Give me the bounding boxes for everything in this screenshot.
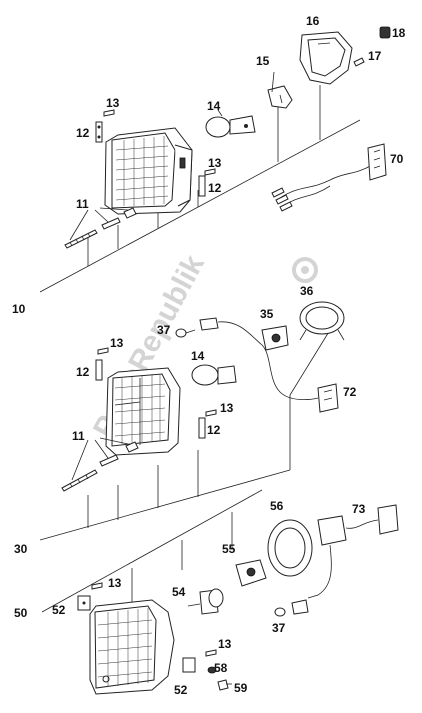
label-70: 70 xyxy=(390,152,404,166)
label-37a: 37 xyxy=(157,323,171,337)
label-12b: 12 xyxy=(208,181,222,195)
bolt-13f xyxy=(205,649,217,657)
label-13e: 13 xyxy=(108,576,122,590)
label-73: 73 xyxy=(352,502,366,516)
socket-35 xyxy=(261,325,289,351)
bulb-37a xyxy=(175,328,196,338)
bracket-52a xyxy=(77,595,91,611)
label-52a: 52 xyxy=(52,603,66,617)
socket-55 xyxy=(235,559,267,587)
bracket-12b xyxy=(198,175,206,197)
label-11a: 11 xyxy=(76,197,89,211)
label-52b: 52 xyxy=(174,683,188,697)
screws-11a xyxy=(64,207,137,249)
leader-10 xyxy=(39,119,361,293)
label-13f: 13 xyxy=(218,637,232,651)
bolt-13b xyxy=(204,168,216,176)
bulb-37b xyxy=(274,599,309,617)
label-36: 36 xyxy=(300,284,314,298)
label-55: 55 xyxy=(222,542,236,556)
label-72: 72 xyxy=(343,385,357,399)
holder-15 xyxy=(267,71,293,109)
headlamp-50 xyxy=(89,599,175,695)
grommet-18 xyxy=(379,26,391,39)
label-17: 17 xyxy=(368,49,382,63)
label-37b: 37 xyxy=(272,621,286,635)
headlamp-double xyxy=(105,367,181,456)
label-12c: 12 xyxy=(76,365,90,379)
label-15: 15 xyxy=(256,54,270,68)
leader-50 xyxy=(41,489,263,613)
label-11b: 11 xyxy=(72,429,85,443)
screw-17 xyxy=(353,57,365,67)
label-50: 50 xyxy=(14,606,28,620)
bracket-12d xyxy=(198,417,206,439)
label-14a: 14 xyxy=(207,99,221,113)
label-56: 56 xyxy=(270,499,284,513)
bracket-52b xyxy=(182,657,196,673)
headlamp-housing xyxy=(104,127,193,215)
label-30: 30 xyxy=(14,542,28,556)
label-14b: 14 xyxy=(191,349,205,363)
watermark-gear-icon xyxy=(292,257,318,283)
bolt-13e xyxy=(91,582,103,590)
label-13d: 13 xyxy=(220,401,234,415)
ring-56 xyxy=(267,519,313,577)
washer-58 xyxy=(207,666,217,674)
bulb-14a xyxy=(205,115,256,138)
bracket-12a xyxy=(95,121,103,143)
label-10: 10 xyxy=(12,302,26,316)
label-35: 35 xyxy=(260,307,274,321)
label-54: 54 xyxy=(172,585,186,599)
label-59: 59 xyxy=(234,681,248,695)
leader-30 xyxy=(39,469,291,541)
connector-73 xyxy=(307,504,399,599)
connector-72 xyxy=(317,383,339,413)
socket-cable xyxy=(199,317,319,401)
label-16: 16 xyxy=(306,14,320,28)
screws-11b xyxy=(61,441,139,492)
bolt-13a xyxy=(103,109,115,117)
label-18: 18 xyxy=(392,26,406,40)
label-13c: 13 xyxy=(110,336,124,350)
bulb-54 xyxy=(187,588,224,615)
wiring-harness-70 xyxy=(271,143,387,212)
screw-59 xyxy=(217,679,232,691)
bracket-12c xyxy=(95,359,103,381)
cover-16 xyxy=(299,31,353,85)
label-13a: 13 xyxy=(106,96,120,110)
label-13b: 13 xyxy=(208,156,222,170)
label-12d: 12 xyxy=(207,423,221,437)
bolt-13c xyxy=(97,347,109,355)
bulb-14b xyxy=(191,364,237,386)
label-12a: 12 xyxy=(76,126,90,140)
reflector-36 xyxy=(299,301,345,341)
bolt-13d xyxy=(205,409,217,417)
label-58: 58 xyxy=(214,661,228,675)
